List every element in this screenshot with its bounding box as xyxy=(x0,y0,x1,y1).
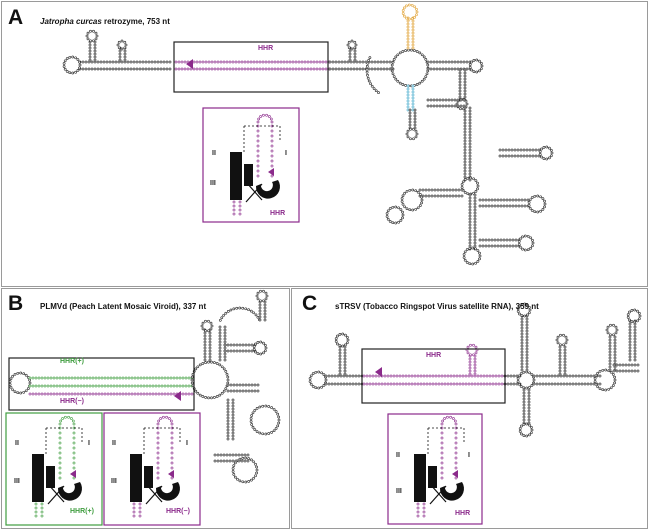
panel-c-frame xyxy=(291,288,648,529)
panel-c-stem-2: II xyxy=(396,452,400,459)
panel-a-letter: A xyxy=(8,6,24,29)
panel-a-rna-structure xyxy=(62,3,554,266)
panel-a-title-rest: retrozyme, 753 nt xyxy=(104,17,170,26)
panel-b-box-label-top: HHR(+) xyxy=(60,358,84,365)
panel-c-stem-1: I xyxy=(468,452,470,459)
panel-b-title: PLMVd (Peach Latent Mosaic Viroid), 337 … xyxy=(40,302,207,311)
panel-c-rna-structure xyxy=(308,302,642,438)
panel-b-hammerhead-inset-plus xyxy=(32,415,83,518)
panel-b-hammerhead-inset-minus xyxy=(130,415,181,518)
panel-a-stem-1: I xyxy=(285,150,287,157)
panel-b-rna-structure xyxy=(8,289,281,484)
panel-b-hhr-box xyxy=(8,357,195,411)
panel-b-box-label-bottom: HHR(−) xyxy=(60,398,84,405)
panel-b-right-stem-3: III xyxy=(111,478,117,485)
panel-b-inset-left-label: HHR(+) xyxy=(70,508,94,515)
panel-a-stem-2: II xyxy=(212,150,216,157)
panel-c-box-label: HHR xyxy=(426,352,442,359)
panel-c-title: sTRSV (Tobacco Ringspot Virus satellite … xyxy=(335,302,539,311)
panel-a-frame xyxy=(1,1,648,287)
panel-c-stem-3: III xyxy=(396,488,402,495)
panel-b-left-stem-1: I xyxy=(88,440,90,447)
panel-c-letter: C xyxy=(302,292,318,315)
panel-c-hammerhead-inset xyxy=(414,415,465,518)
panel-b-right-stem-2: II xyxy=(112,440,116,447)
panel-c-hhr-box xyxy=(361,348,506,404)
panel-a-organism: Jatropha curcas xyxy=(40,17,102,26)
panel-a-hammerhead-inset xyxy=(230,113,281,216)
panel-a-stem-3: III xyxy=(210,180,216,187)
panel-b-left-stem-3: III xyxy=(14,478,20,485)
panel-a-inset-label: HHR xyxy=(270,210,286,217)
panel-c-inset-label: HHR xyxy=(455,510,471,517)
panel-b-right-stem-1: I xyxy=(186,440,188,447)
panel-b-left-stem-2: II xyxy=(15,440,19,447)
panel-a-box-label: HHR xyxy=(258,45,274,52)
panel-a-title: Jatropha curcas retrozyme, 753 nt xyxy=(40,17,170,26)
panel-b-letter: B xyxy=(8,292,24,315)
panel-a-hhr-box xyxy=(173,41,329,93)
panel-b-inset-right-label: HHR(−) xyxy=(166,508,190,515)
